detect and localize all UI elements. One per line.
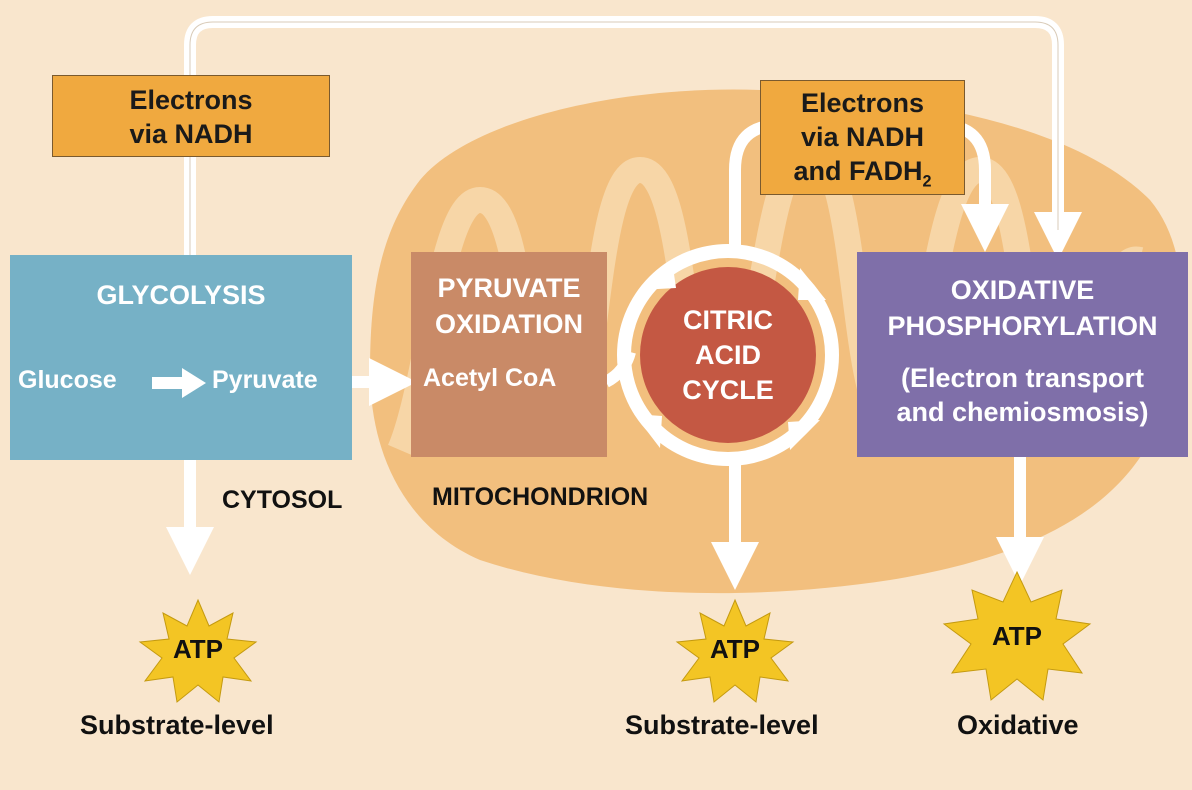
atp-label-oxidative: ATP bbox=[991, 621, 1043, 651]
oxphos-detail-line1: (Electron transport bbox=[900, 363, 1145, 393]
citric-label-line1: CITRIC bbox=[683, 305, 773, 335]
acetyl-coa-label: Acetyl CoA bbox=[423, 364, 557, 392]
citric-label-line2: ACID bbox=[695, 340, 761, 370]
atp-label-citric: ATP bbox=[709, 634, 761, 664]
electrons-fadh2-line3: and FADH2 bbox=[793, 156, 932, 191]
electron-flow-arrow-glycolysis-edge bbox=[189, 21, 1059, 255]
cycle-arrowhead-bottom-left bbox=[634, 414, 662, 448]
atp-star-citric bbox=[675, 598, 795, 703]
citric-cycle-ring bbox=[617, 244, 839, 466]
glycolysis-title: GLYCOLYSIS bbox=[96, 280, 266, 310]
electrons-fadh2-line2: via NADH bbox=[800, 122, 925, 152]
oxidative-phosphorylation-box: OXIDATIVE PHOSPHORYLATION (Electron tran… bbox=[857, 252, 1188, 457]
citric-cycle-core bbox=[640, 267, 816, 443]
arrow-glucose-to-pyruvate bbox=[152, 368, 206, 398]
pyruvate-label: Pyruvate bbox=[212, 366, 318, 394]
glycolysis-box: GLYCOLYSIS bbox=[10, 255, 352, 460]
pyruvate-oxidation-box: PYRUVATE OXIDATION Acetyl CoA bbox=[411, 252, 607, 457]
cycle-arrowhead-bottom-right bbox=[788, 420, 820, 450]
cycle-arrowhead-top-right bbox=[798, 268, 826, 300]
oxphos-title-line1: OXIDATIVE bbox=[950, 275, 1095, 305]
atp-type-oxidative: Oxidative bbox=[957, 710, 1079, 740]
cytosol-label: CYTOSOL bbox=[222, 486, 343, 514]
electrons-nadh-box: Electrons via NADH bbox=[52, 75, 330, 157]
pyruvate-oxidation-title-line2: OXIDATION bbox=[435, 309, 583, 339]
atp-type-glycolysis: Substrate-level bbox=[80, 710, 274, 740]
oxphos-detail-line2: and chemiosmosis) bbox=[896, 397, 1149, 427]
electrons-nadh-fadh2-box: Electrons via NADH and FADH2 bbox=[760, 80, 965, 195]
atp-star-glycolysis bbox=[138, 598, 258, 703]
cycle-arrowhead-top-left bbox=[640, 260, 676, 290]
citric-label-line3: CYCLE bbox=[682, 375, 774, 405]
citric-acid-cycle-label: CITRIC ACID CYCLE bbox=[650, 303, 806, 408]
glucose-label: Glucose bbox=[18, 366, 117, 394]
pyruvate-oxidation-title-line1: PYRUVATE bbox=[437, 273, 581, 303]
atp-type-citric: Substrate-level bbox=[625, 710, 819, 740]
mitochondrion-label: MITOCHONDRION bbox=[432, 483, 649, 511]
atp-label-glycolysis: ATP bbox=[172, 634, 224, 664]
atp-star-oxidative bbox=[942, 570, 1092, 701]
oxphos-title-line2: PHOSPHORYLATION bbox=[887, 311, 1158, 341]
electrons-nadh-line1: Electrons bbox=[129, 85, 253, 115]
electrons-nadh-line2: via NADH bbox=[129, 119, 253, 149]
electrons-fadh2-line1: Electrons bbox=[800, 88, 925, 118]
